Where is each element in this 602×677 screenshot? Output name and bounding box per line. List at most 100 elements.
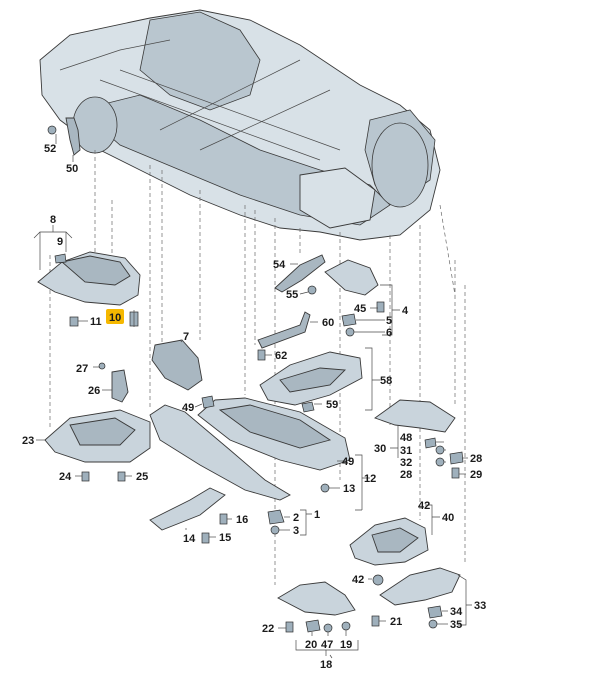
leader-lines (33, 134, 472, 659)
bolt-29 (451, 467, 460, 479)
label-48: 48 (400, 432, 412, 444)
engine-shield-8 (37, 251, 141, 306)
label-58: 58 (380, 375, 392, 387)
shield-33 (379, 567, 461, 606)
label-28b: 28 (470, 453, 482, 465)
label-55: 55 (286, 289, 298, 301)
nut-47 (323, 623, 333, 633)
bracket-54 (274, 254, 326, 293)
clip-2 (267, 509, 285, 525)
label-47: 47 (321, 639, 333, 651)
label-31: 31 (400, 445, 412, 457)
label-49a: 49 (182, 402, 194, 414)
heat-shield-4 (324, 259, 379, 296)
label-35: 35 (450, 619, 462, 631)
label-5: 5 (386, 315, 392, 327)
part-labels: 52 50 8 9 11 10 7 27 26 23 24 25 49 49 1… (22, 143, 486, 671)
label-50: 50 (66, 163, 78, 175)
label-14: 14 (183, 533, 196, 545)
clip-28 (449, 451, 464, 465)
label-42a: 42 (418, 500, 430, 512)
label-32: 32 (400, 457, 412, 469)
long-shield-12b (149, 404, 291, 501)
label-1: 1 (314, 509, 320, 521)
bolt-24 (81, 471, 90, 482)
shield-40 (349, 517, 429, 566)
label-26: 26 (88, 385, 100, 397)
clip-34 (427, 605, 443, 619)
bolt-45 (376, 301, 385, 313)
label-34: 34 (450, 606, 463, 618)
label-21: 21 (390, 616, 402, 628)
bolt-21 (371, 615, 380, 627)
nut-13 (320, 483, 330, 493)
label-60: 60 (322, 317, 334, 329)
label-16: 16 (236, 514, 248, 526)
label-22: 22 (262, 623, 274, 635)
label-24: 24 (59, 471, 72, 483)
nut-32 (435, 457, 445, 467)
bracket-26 (111, 369, 129, 403)
label-15: 15 (219, 532, 231, 544)
label-12: 12 (364, 473, 376, 485)
center-shield-12 (197, 397, 351, 471)
label-10: 10 (109, 312, 121, 324)
bolt-11 (69, 316, 79, 327)
label-54: 54 (273, 259, 286, 271)
bolt-15 (201, 532, 210, 544)
label-9: 9 (57, 236, 63, 248)
shield-18 (277, 581, 356, 616)
nut-52 (47, 125, 57, 135)
label-40: 40 (442, 512, 454, 524)
car-underbody (39, 9, 441, 241)
label-42b: 42 (352, 574, 364, 586)
shield-30 (374, 399, 456, 433)
label-20: 20 (305, 639, 317, 651)
label-33: 33 (474, 600, 486, 612)
label-2: 2 (293, 512, 299, 524)
clip-20 (305, 619, 321, 633)
label-7: 7 (183, 331, 189, 343)
label-4: 4 (402, 305, 409, 317)
label-27: 27 (76, 363, 88, 375)
label-8: 8 (50, 214, 56, 226)
label-25: 25 (136, 471, 148, 483)
nut-19 (341, 621, 351, 631)
label-19: 19 (340, 639, 352, 651)
label-29: 29 (470, 469, 482, 481)
nut-55 (307, 285, 317, 295)
clip-5 (341, 313, 357, 327)
clip-59 (301, 401, 315, 413)
nut-6 (345, 327, 355, 337)
bolt-25 (117, 471, 126, 482)
label-6: 6 (386, 327, 392, 339)
label-13: 13 (343, 483, 355, 495)
label-30: 30 (374, 443, 386, 455)
label-62: 62 (275, 350, 287, 362)
bolt-16 (219, 513, 228, 525)
heat-shield-58 (259, 351, 363, 406)
panel-14 (149, 487, 226, 531)
label-3: 3 (293, 525, 299, 537)
strut-60 (257, 311, 311, 349)
nut-31 (435, 445, 445, 455)
bolt-22 (285, 621, 294, 633)
nut-35 (428, 619, 438, 629)
clip-49 (201, 395, 215, 409)
panel-7 (151, 339, 203, 391)
nut-42 (372, 574, 384, 586)
bracket-50 (65, 117, 81, 156)
label-59: 59 (326, 399, 338, 411)
label-18: 18 (320, 659, 332, 671)
label-23: 23 (22, 435, 34, 447)
label-49b: 49 (342, 456, 354, 468)
label-28a: 28 (400, 469, 412, 481)
clip-9 (54, 253, 67, 264)
label-11: 11 (90, 316, 102, 328)
clip-48 (424, 437, 437, 449)
label-52: 52 (44, 143, 56, 155)
shield-23 (44, 409, 151, 463)
screw-27 (98, 362, 106, 370)
